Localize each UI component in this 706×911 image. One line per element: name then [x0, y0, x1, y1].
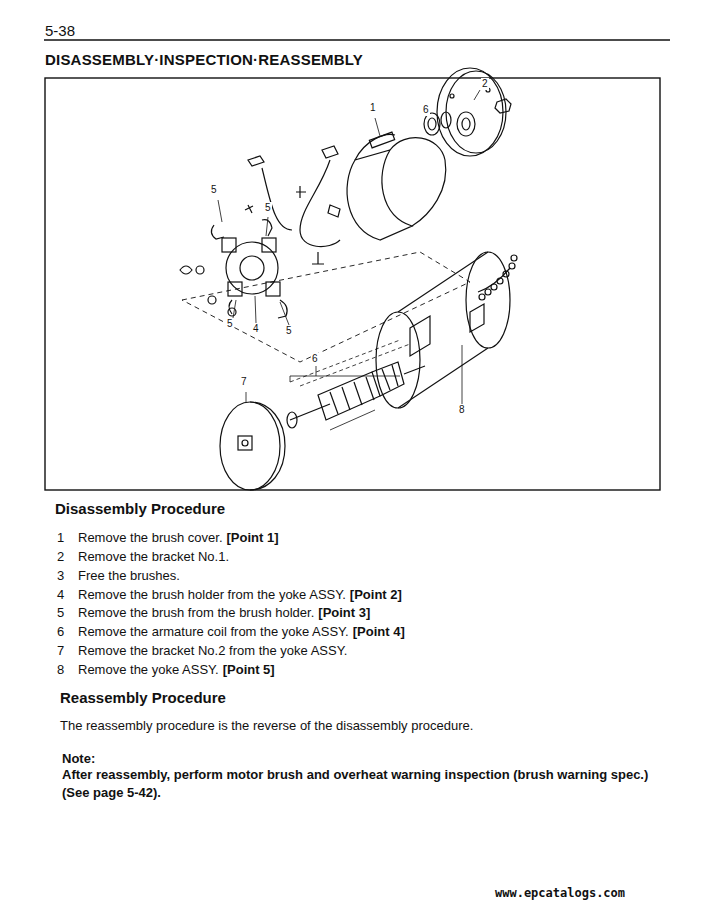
callout-number: 8 [458, 404, 466, 416]
point-ref: [Point 4] [353, 624, 405, 639]
step-text: Remove the brush from the brush holder. [78, 605, 314, 620]
callout-number: 5 [226, 318, 234, 330]
note-heading: Note: [62, 750, 674, 768]
watermark: www.epcatalogs.com [495, 886, 625, 900]
yoke [376, 252, 517, 408]
step-text: Remove the bracket No.1. [78, 549, 229, 564]
step-text: Remove the yoke ASSY. [78, 662, 219, 677]
body-text: The reassembly procedure is the reverse … [60, 718, 473, 734]
callout-number: 1 [369, 102, 377, 114]
step-number: 5 [57, 605, 64, 621]
point-ref: [Point 1] [227, 530, 279, 545]
step-number: 1 [57, 530, 64, 546]
step-line: Remove the bracket No.1. [78, 549, 229, 565]
step-line: Remove the brush holder from the yoke AS… [78, 587, 402, 603]
step-line: Remove the yoke ASSY. [Point 5] [78, 662, 275, 678]
step-line: Free the brushes. [78, 568, 180, 584]
step-number: 2 [57, 549, 64, 565]
brush-holder [180, 146, 340, 318]
page-title: DISASSEMBLY·INSPECTION·REASSEMBLY [45, 51, 363, 69]
assembly-outline [182, 252, 470, 362]
step-number: 8 [57, 662, 64, 678]
step-text: Remove the brush cover. [78, 530, 223, 545]
header-rule [44, 39, 670, 41]
leader-lines [218, 90, 480, 404]
brush-cover [347, 132, 446, 240]
step-text: Free the brushes. [78, 568, 180, 583]
step-text: Remove the armature coil from the yoke A… [78, 624, 349, 639]
callout-number: 6 [311, 353, 319, 365]
bracket-no1 [437, 68, 511, 156]
callout-number: 4 [252, 323, 260, 335]
step-number: 7 [57, 643, 64, 659]
section-heading: Disassembly Procedure [55, 500, 225, 518]
callout-number: 6 [422, 104, 430, 116]
step-text: Remove the bracket No.2 from the yoke AS… [78, 643, 347, 658]
step-number: 4 [57, 587, 64, 603]
step-line: Remove the armature coil from the yoke A… [78, 624, 405, 640]
bracket-no2 [220, 402, 375, 490]
section-heading: Reassembly Procedure [60, 689, 226, 707]
step-text: Remove the brush holder from the yoke AS… [78, 587, 346, 602]
point-ref: [Point 2] [350, 587, 402, 602]
armature [287, 340, 425, 428]
step-line: Remove the bracket No.2 from the yoke AS… [78, 643, 347, 659]
callout-number: 2 [481, 78, 489, 90]
callout-number: 5 [285, 325, 293, 337]
figure-frame [45, 78, 660, 490]
note-text: After reassembly, perform motor brush an… [62, 766, 674, 801]
page-number: 5-38 [45, 22, 75, 40]
point-ref: [Point 5] [223, 662, 275, 677]
callout-number: 5 [210, 184, 218, 196]
callout-number: 5 [264, 202, 272, 214]
callout-number: 7 [240, 376, 248, 388]
step-line: Remove the brush cover. [Point 1] [78, 530, 279, 546]
step-number: 6 [57, 624, 64, 640]
step-line: Remove the brush from the brush holder. [… [78, 605, 370, 621]
step-number: 3 [57, 568, 64, 584]
point-ref: [Point 3] [318, 605, 370, 620]
